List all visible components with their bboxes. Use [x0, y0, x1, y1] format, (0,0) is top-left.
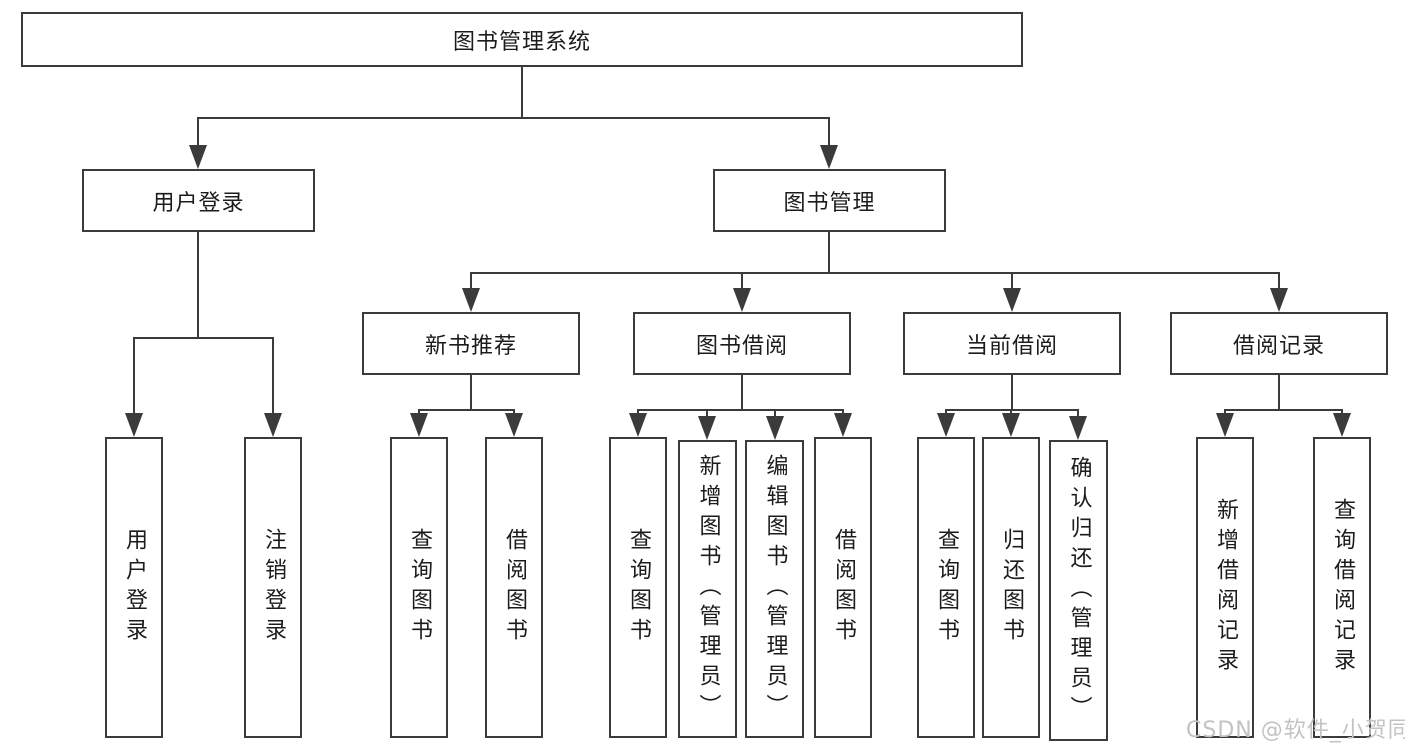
- leaf-edit-book: 编辑图书（管理员）: [745, 440, 804, 738]
- connector-new-book-rec-stem: [470, 374, 472, 410]
- connector-drop-new-book-rec: [470, 272, 472, 290]
- leaf-add-borrow-record: 新增借阅记录: [1196, 437, 1254, 738]
- arrowhead-return-book: [1002, 413, 1020, 437]
- node-borrow-record: 借阅记录: [1170, 312, 1388, 375]
- node-user-login-label: 用户登录: [152, 190, 245, 216]
- node-book-borrow: 图书借阅: [633, 312, 851, 375]
- connector-book-borrow-stem: [741, 374, 743, 410]
- leaf-query-book-current-label: 查询图书: [934, 527, 959, 648]
- arrowhead-edit-book: [766, 416, 784, 440]
- arrowhead-new-book-rec: [462, 288, 480, 312]
- node-book-management: 图书管理: [713, 169, 946, 232]
- connector-level3-bar: [470, 272, 1280, 274]
- node-root: 图书管理系统: [21, 12, 1023, 67]
- leaf-borrow-book-label: 借阅图书: [831, 527, 856, 648]
- leaf-confirm-return: 确认归还（管理员）: [1049, 440, 1108, 741]
- leaf-query-borrow-record-label: 查询借阅记录: [1330, 497, 1355, 678]
- node-book-management-label: 图书管理: [783, 190, 876, 216]
- leaf-add-book-label: 新增图书（管理员）: [695, 454, 721, 724]
- connector-drop-borrow-book-2: [842, 409, 844, 415]
- leaf-logout-label: 注销登录: [261, 527, 286, 648]
- leaf-query-book-recommend-label: 查询图书: [407, 527, 432, 648]
- node-root-label: 图书管理系统: [452, 29, 591, 55]
- connector-drop-borrow-record: [1278, 272, 1280, 290]
- leaf-query-borrow-record: 查询借阅记录: [1313, 437, 1371, 738]
- arrowhead-book-mgmt: [820, 145, 838, 169]
- connector-user-login-bar: [133, 337, 274, 339]
- leaf-return-book: 归还图书: [982, 437, 1040, 738]
- arrowhead-book-borrow: [733, 288, 751, 312]
- arrowhead-borrow-book-1: [505, 413, 523, 437]
- connector-drop-user-login: [197, 117, 199, 148]
- connector-drop-current-borrow: [1011, 272, 1013, 290]
- connector-drop-edit-book: [774, 409, 776, 418]
- node-borrow-record-label: 借阅记录: [1232, 333, 1325, 359]
- connector-drop-book-borrow: [741, 272, 743, 290]
- node-user-login: 用户登录: [82, 169, 315, 232]
- leaf-borrow-book-recommend: 借阅图书: [485, 437, 543, 738]
- connector-drop-add-record: [1224, 409, 1226, 415]
- leaf-user-login-label: 用户登录: [122, 527, 147, 648]
- arrowhead-confirm-return: [1069, 416, 1087, 440]
- leaf-query-book-borrow-label: 查询图书: [626, 527, 651, 648]
- connector-borrow-record-bar: [1224, 409, 1343, 411]
- arrowhead-query-book-1: [410, 413, 428, 437]
- connector-drop-return-book: [1010, 409, 1012, 415]
- connector-drop-leaf-logout: [272, 337, 274, 415]
- arrowhead-leaf-logout: [264, 413, 282, 437]
- leaf-edit-book-label: 编辑图书（管理员）: [762, 454, 788, 724]
- connector-level2-bar: [197, 117, 830, 119]
- arrowhead-query-book-3: [937, 413, 955, 437]
- connector-drop-leaf-user-login: [133, 337, 135, 415]
- leaf-query-book-recommend: 查询图书: [390, 437, 448, 738]
- leaf-add-borrow-record-label: 新增借阅记录: [1213, 497, 1238, 678]
- connector-root-stem: [521, 66, 523, 118]
- connector-book-borrow-bar: [637, 409, 844, 411]
- connector-drop-query-record: [1341, 409, 1343, 415]
- connector-user-login-stem: [197, 231, 199, 338]
- connector-drop-query-book-1: [418, 409, 420, 415]
- leaf-add-book: 新增图书（管理员）: [678, 440, 737, 738]
- leaf-query-book-current: 查询图书: [917, 437, 975, 738]
- arrowhead-current-borrow: [1003, 288, 1021, 312]
- node-current-borrow: 当前借阅: [903, 312, 1121, 375]
- connector-current-borrow-bar: [945, 409, 1079, 411]
- leaf-confirm-return-label: 确认归还（管理员）: [1066, 455, 1092, 726]
- connector-borrow-record-stem: [1278, 374, 1280, 410]
- leaf-return-book-label: 归还图书: [999, 527, 1024, 648]
- node-current-borrow-label: 当前借阅: [965, 333, 1058, 359]
- node-new-book-recommend-label: 新书推荐: [424, 333, 517, 359]
- connector-drop-add-book: [706, 409, 708, 418]
- node-new-book-recommend: 新书推荐: [362, 312, 580, 375]
- arrowhead-add-record: [1216, 413, 1234, 437]
- connector-drop-book-mgmt: [828, 117, 830, 148]
- arrowhead-user-login: [189, 145, 207, 169]
- csdn-watermark: CSDN @软件_小贺同学: [1186, 718, 1405, 743]
- connector-book-mgmt-stem: [828, 231, 830, 274]
- leaf-borrow-book: 借阅图书: [814, 437, 872, 738]
- connector-new-book-rec-bar: [418, 409, 515, 411]
- connector-drop-query-book-3: [945, 409, 947, 415]
- arrowhead-borrow-book-2: [834, 413, 852, 437]
- connector-drop-query-book-2: [637, 409, 639, 415]
- arrowhead-leaf-user-login: [125, 413, 143, 437]
- arrowhead-borrow-record: [1270, 288, 1288, 312]
- node-book-borrow-label: 图书借阅: [695, 333, 788, 359]
- leaf-borrow-book-recommend-label: 借阅图书: [502, 527, 527, 648]
- connector-current-borrow-stem: [1011, 374, 1013, 410]
- connector-drop-borrow-book-1: [513, 409, 515, 415]
- leaf-user-login: 用户登录: [105, 437, 163, 738]
- connector-drop-confirm-return: [1077, 409, 1079, 418]
- arrowhead-query-book-2: [629, 413, 647, 437]
- leaf-query-book-borrow: 查询图书: [609, 437, 667, 738]
- arrowhead-add-book: [698, 416, 716, 440]
- arrowhead-query-record: [1333, 413, 1351, 437]
- leaf-logout: 注销登录: [244, 437, 302, 738]
